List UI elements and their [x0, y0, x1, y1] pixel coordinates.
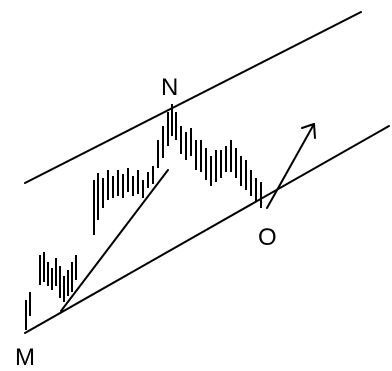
upper-channel-line — [24, 11, 362, 184]
breakout-arrow-line — [266, 123, 315, 209]
trend-line — [60, 169, 169, 312]
price-bars — [25, 104, 262, 330]
arrow-head-right — [313, 123, 316, 139]
lower-channel-line — [24, 125, 390, 334]
arrow-head-left — [301, 123, 315, 129]
label-m: M — [15, 344, 35, 371]
label-n: N — [161, 74, 178, 101]
label-o: O — [258, 224, 277, 251]
